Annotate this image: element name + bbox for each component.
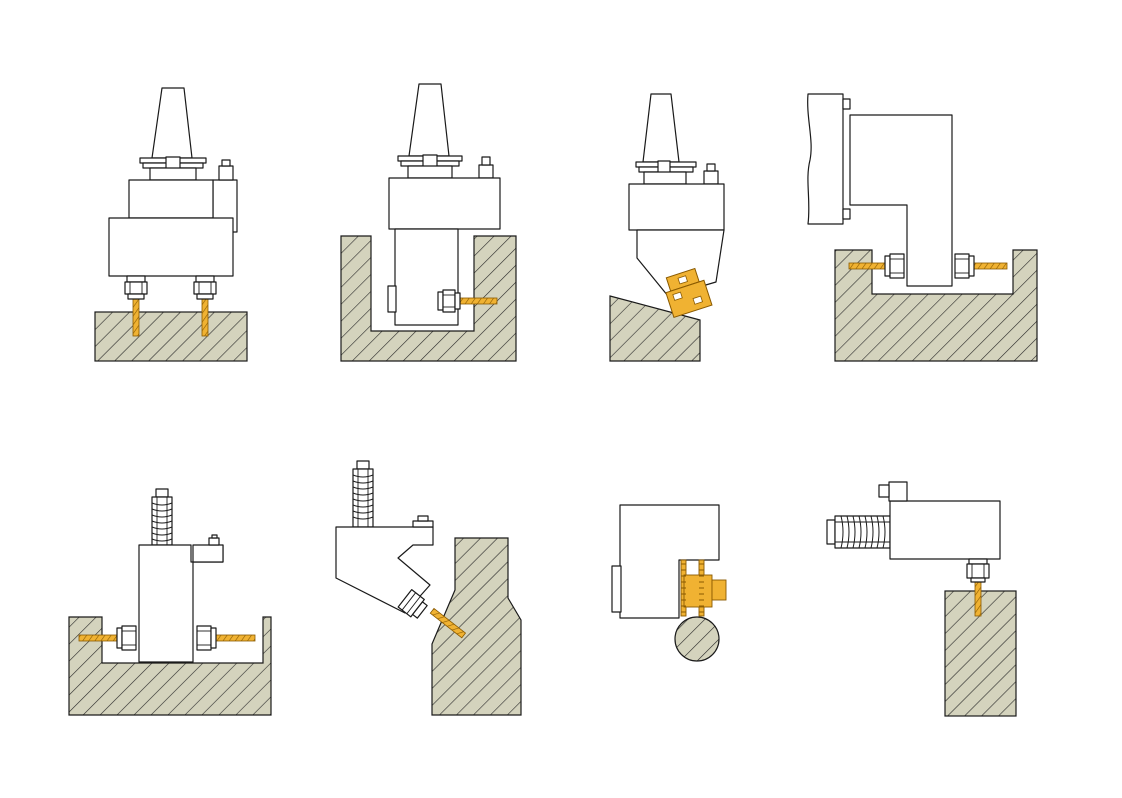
- head-body: [388, 177, 501, 230]
- drill-left: [848, 262, 888, 270]
- panel-6: [335, 460, 522, 716]
- collet-left: [884, 253, 905, 279]
- drill: [429, 607, 467, 639]
- taper-shank: [151, 87, 193, 159]
- panel-5: [68, 488, 272, 716]
- panel-4: [807, 93, 1038, 362]
- milling-cutter: [665, 267, 713, 319]
- collet: [437, 289, 461, 313]
- panel-7: [611, 504, 727, 662]
- drill-right: [970, 262, 1008, 270]
- collet-right: [196, 625, 217, 651]
- bellows-horizontal: [826, 515, 891, 549]
- collet-right: [193, 275, 217, 300]
- collet: [397, 589, 428, 619]
- drill-left: [78, 634, 120, 642]
- angled-head-body: [335, 526, 434, 614]
- workpiece: [94, 311, 248, 362]
- drill: [458, 297, 498, 305]
- collet-left: [124, 275, 148, 300]
- bellows: [352, 460, 374, 528]
- gear-cutter: [680, 559, 727, 617]
- workpiece: [431, 537, 522, 716]
- workpiece: [609, 295, 701, 362]
- head-body: [619, 504, 720, 619]
- drill-right: [215, 634, 256, 642]
- workpiece-round: [674, 616, 720, 662]
- workpiece: [68, 616, 272, 716]
- panel-1: [94, 87, 248, 362]
- panel-3: [609, 93, 725, 362]
- collet-right: [954, 253, 975, 279]
- l-bracket: [849, 114, 953, 287]
- collet-left: [116, 625, 137, 651]
- panel-2: [340, 83, 517, 362]
- head-body-upper: [128, 179, 214, 219]
- drill-right: [201, 297, 209, 337]
- mounting-plate: [807, 93, 844, 225]
- drill-left: [132, 297, 140, 337]
- bellows: [151, 488, 173, 546]
- head-body: [889, 500, 1001, 560]
- drill: [974, 580, 982, 617]
- head-body-lower: [108, 217, 234, 277]
- panel-8: [826, 481, 1017, 717]
- head-body: [628, 183, 725, 231]
- collet: [966, 558, 990, 583]
